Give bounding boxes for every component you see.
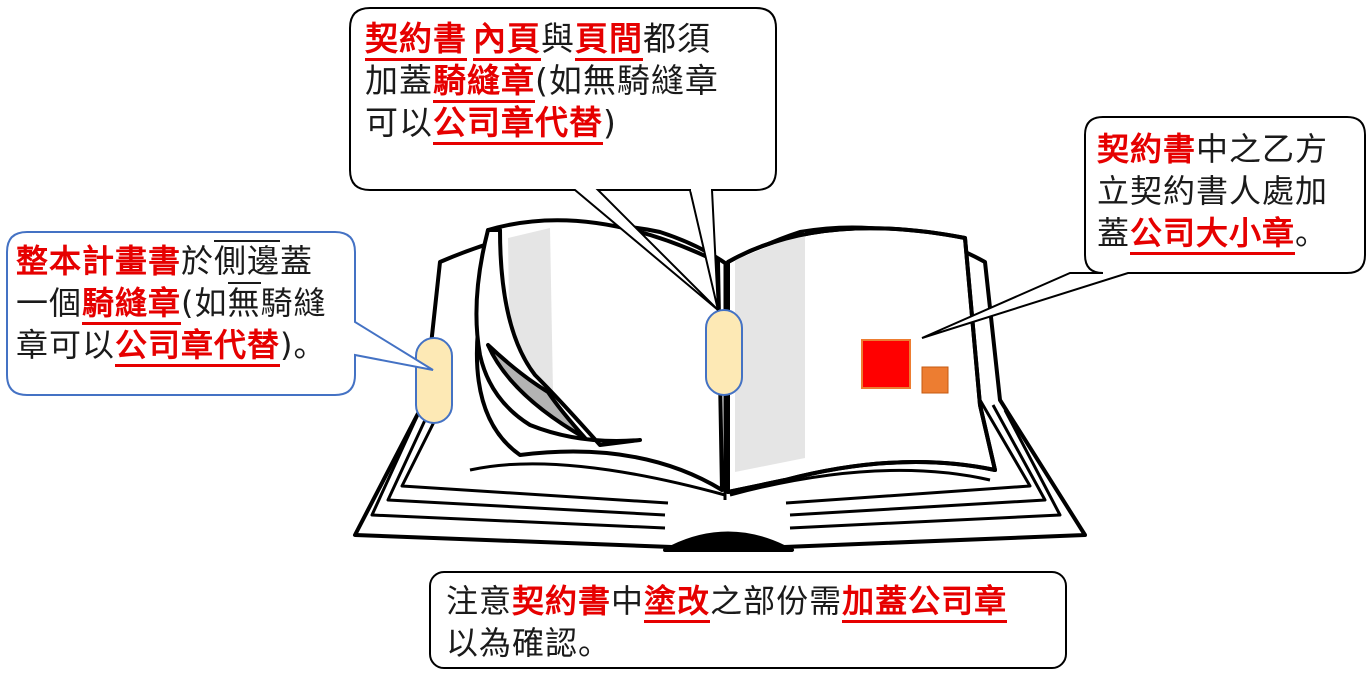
lower-page-curve-right xyxy=(729,468,991,497)
plain-text: 可以 xyxy=(365,103,433,142)
right-callout-text: 契約書中之乙方 立契約書人處加 蓋公司大小章。 xyxy=(1097,128,1329,255)
plain-text: 於 xyxy=(181,242,215,280)
page-edges-left xyxy=(370,399,669,530)
plain-text: 章可以 xyxy=(16,326,116,364)
highlight-text: 頁間 xyxy=(575,19,643,61)
right-callout-bubble xyxy=(921,116,1366,339)
plain-text: 之部份需 xyxy=(710,582,843,620)
plain-text: 中 xyxy=(611,582,645,620)
highlight-text: 契約書 xyxy=(512,582,612,620)
highlight-text: 契約書 xyxy=(365,19,467,61)
top-callout-pointer-2 xyxy=(689,189,719,311)
plain-text: )。 xyxy=(280,326,327,364)
top-callout-line-1: 契約書內頁與頁間都須 xyxy=(365,18,719,61)
plain-text: 立契約書人處加 xyxy=(1097,172,1329,210)
small-company-stamp xyxy=(921,366,949,394)
left-callout-bubble xyxy=(6,231,434,396)
side-seal-marker xyxy=(415,337,453,424)
highlight-text: 加蓋公司章 xyxy=(842,582,1008,623)
plain-text: 蓋 xyxy=(280,242,314,280)
plain-text: 騎縫 xyxy=(260,284,327,322)
bottom-note-box xyxy=(429,571,1067,669)
plain-text: (如 xyxy=(181,284,228,322)
bottom-note-line-1: 注意契約書中塗改之部份需加蓋公司章 xyxy=(446,580,1008,623)
highlight-text: 公司章代替 xyxy=(115,326,281,367)
left-callout-line-2: 一個騎縫章(如無騎縫 xyxy=(16,282,327,325)
left-callout-text: 整本計畫書於側邊蓋 一個騎縫章(如無騎縫 章可以公司章代替)。 xyxy=(16,240,327,367)
plain-text: 以為確認。 xyxy=(446,624,612,662)
page-edges-right xyxy=(785,399,1062,530)
highlight-text: 騎縫章 xyxy=(82,284,182,325)
plain-text: 注意 xyxy=(446,582,513,620)
right-callout-line-3: 蓋公司大小章。 xyxy=(1097,212,1329,255)
right-page-shade xyxy=(735,232,805,472)
top-callout-line-2: 加蓋騎縫章(如無騎縫章 xyxy=(365,60,719,103)
turning-page-fold xyxy=(486,343,587,440)
center-seal-marker xyxy=(705,309,743,396)
top-callout-line-3: 可以公司章代替) xyxy=(365,102,719,145)
right-callout-line-2: 立契約書人處加 xyxy=(1097,170,1328,212)
highlight-text: 契約書 xyxy=(1097,130,1197,168)
plain-text: 都須 xyxy=(643,19,711,58)
plain-text: 蓋 xyxy=(1097,214,1131,252)
overlined-text: 側邊 xyxy=(214,240,281,280)
top-callout-text: 契約書內頁與頁間都須 加蓋騎縫章(如無騎縫章 可以公司章代替) xyxy=(365,18,719,145)
lower-page-curve-left xyxy=(469,462,726,497)
left-callout-line-1: 整本計畫書於側邊蓋 xyxy=(16,240,327,282)
highlight-text: 公司章代替 xyxy=(433,103,603,145)
plain-text: ) xyxy=(603,103,617,142)
plain-text: 與 xyxy=(541,19,575,58)
plain-text: 。 xyxy=(1295,214,1329,252)
top-callout-bubble xyxy=(349,7,777,311)
right-callout-line-1: 契約書中之乙方 xyxy=(1097,128,1328,170)
highlight-text: 公司大小章 xyxy=(1130,214,1296,255)
highlight-text: 塗改 xyxy=(644,582,711,623)
highlight-text: 騎縫章 xyxy=(433,61,535,103)
plain-text: 中之乙方 xyxy=(1196,130,1329,168)
turning-page xyxy=(474,228,642,447)
large-company-stamp xyxy=(861,339,911,389)
plain-text: (如無騎縫章 xyxy=(535,61,719,100)
overlined-text: 無 xyxy=(227,282,261,322)
left-callout-line-3: 章可以公司章代替)。 xyxy=(16,324,327,367)
bottom-note-line-2: 以為確認。 xyxy=(446,622,1007,664)
highlight-text: 內頁 xyxy=(473,19,541,61)
plain-text: 一個 xyxy=(16,284,83,322)
highlight-text: 整本計畫書 xyxy=(16,242,182,280)
bottom-note-text: 注意契約書中塗改之部份需加蓋公司章 以為確認。 xyxy=(446,580,1008,664)
plain-text: 加蓋 xyxy=(365,61,433,100)
